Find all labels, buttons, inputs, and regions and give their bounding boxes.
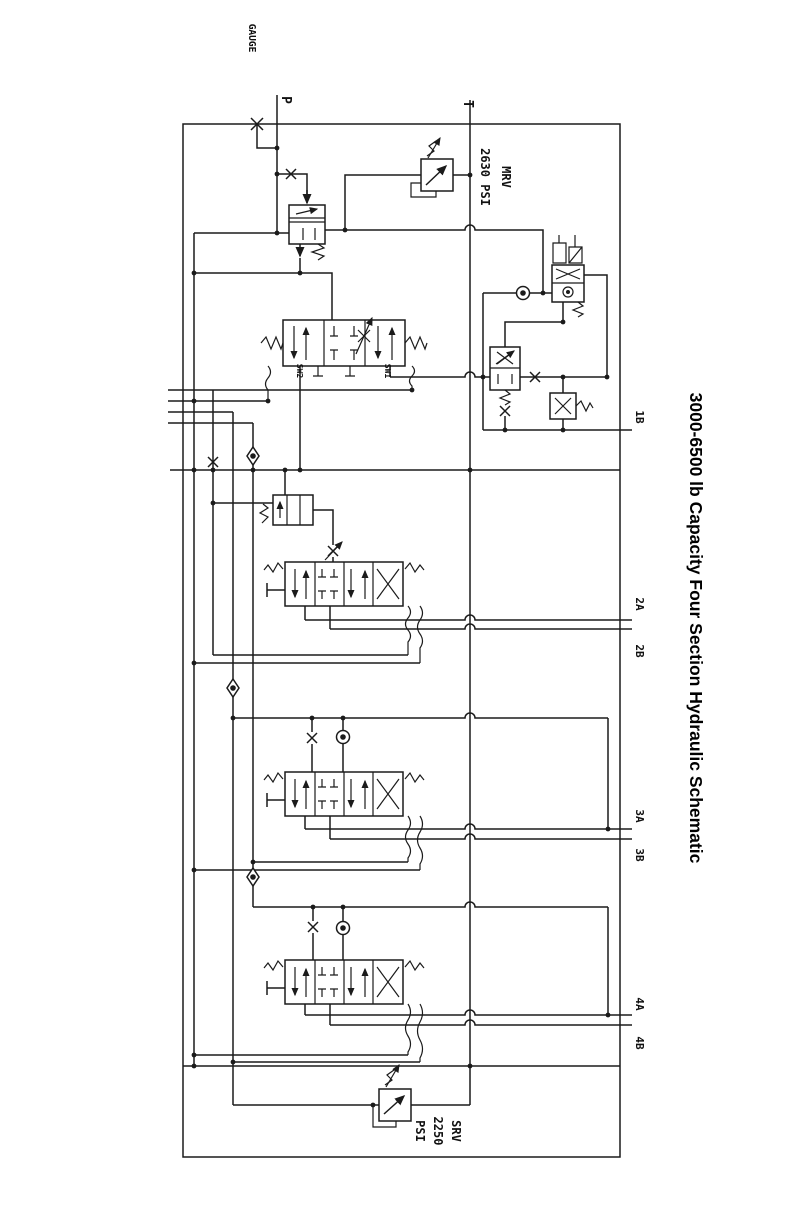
left-rail-3 <box>233 412 379 1105</box>
inlet-compensator-valve <box>289 205 325 260</box>
pilot-wavy-line <box>410 366 415 390</box>
port-label-2a: 2A <box>633 597 646 611</box>
spring-icon <box>312 244 324 260</box>
spring-icon <box>261 337 283 349</box>
srv-unit-label: PSI <box>413 1120 427 1142</box>
port-label-4b: 4B <box>633 1036 646 1050</box>
pilot-wavy-line <box>406 1004 411 1055</box>
spring-icon <box>405 337 427 349</box>
gauge-label: GAUGE <box>246 24 257 53</box>
spring-icon <box>427 141 436 156</box>
solenoid-coil-icon <box>553 243 566 263</box>
port-line-4a <box>305 1004 632 1015</box>
pilot-loop <box>411 183 436 197</box>
pilot-wavy-line <box>406 816 411 862</box>
srv-name-label: SRV <box>449 1120 463 1142</box>
junction-dots <box>191 145 611 1108</box>
directional-valve-section-3 <box>264 772 424 870</box>
port-line-3a <box>305 816 632 829</box>
spring-icon <box>576 401 593 411</box>
pilot-wavy-line <box>266 366 271 401</box>
tank-port-label: T <box>460 100 475 108</box>
pump-port-label: P <box>278 96 293 104</box>
srv-relief-valve <box>373 1063 470 1127</box>
port-label-3b: 3B <box>633 848 646 862</box>
srv-pressure-label: 2250 <box>431 1117 445 1146</box>
port-line-2b <box>330 606 632 629</box>
port-label-3a: 3A <box>633 809 646 823</box>
spring-icon <box>260 504 268 523</box>
mrv-relief-valve <box>345 136 470 230</box>
sw1-label: SW1 <box>383 364 392 379</box>
sw2-label: SW2 <box>295 364 304 379</box>
directional-valve-section-1 <box>261 316 427 401</box>
pilot-wavy-line <box>406 606 411 655</box>
port-label-1b: 1B <box>633 410 646 424</box>
pilot-wavy-line <box>418 1004 423 1062</box>
pilot-loop <box>373 1105 396 1127</box>
drawing-border <box>183 124 620 1157</box>
pilot-wavy-line <box>418 816 423 870</box>
port-line-4b <box>330 1004 632 1025</box>
bypass-valve <box>550 393 593 419</box>
left-rail-2 <box>213 390 408 655</box>
spring-icon <box>385 1070 394 1085</box>
mrv-pressure-label: 2630 PSI <box>478 148 492 206</box>
aux-valve-section-2 <box>260 495 313 525</box>
mrv-name-label: MRV <box>499 166 513 188</box>
drawing-title: 3000-6500 lb Capacity Four Section Hydra… <box>686 393 706 864</box>
directional-valve-section-4 <box>264 960 424 1062</box>
gauge-port <box>251 118 277 148</box>
port-line-2a <box>305 606 632 620</box>
solenoid-valve <box>552 235 584 317</box>
port-line-3b <box>330 816 632 839</box>
directional-valve-section-2 <box>264 562 424 663</box>
pilot-wavy-line <box>418 606 423 663</box>
port-label-4a: 4A <box>633 997 646 1011</box>
spring-icon <box>573 302 583 317</box>
pressure-reducing-valve <box>490 347 520 405</box>
port-label-2b: 2B <box>633 644 646 658</box>
spring-icon <box>500 390 510 405</box>
pilot-stubs <box>168 390 253 423</box>
